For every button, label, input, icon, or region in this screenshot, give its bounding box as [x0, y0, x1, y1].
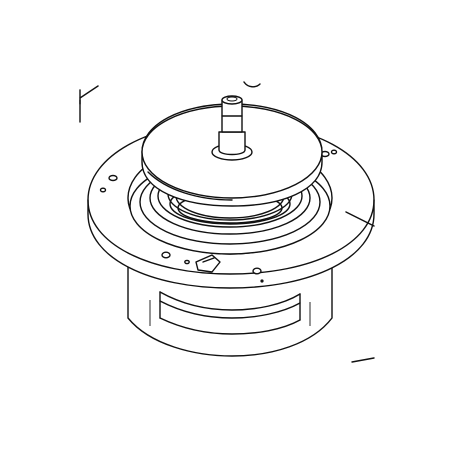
flange-hole: [184, 259, 190, 265]
motor-shaft: [211, 95, 253, 161]
flange-hole: [330, 149, 338, 155]
flange-hole: [161, 251, 171, 259]
lower-housing: [127, 261, 333, 357]
flange-hole: [252, 267, 262, 275]
flange-hole: [108, 174, 118, 182]
flange-hole: [99, 187, 107, 193]
latch-clip: [195, 254, 221, 273]
wire-leads: [79, 81, 375, 363]
